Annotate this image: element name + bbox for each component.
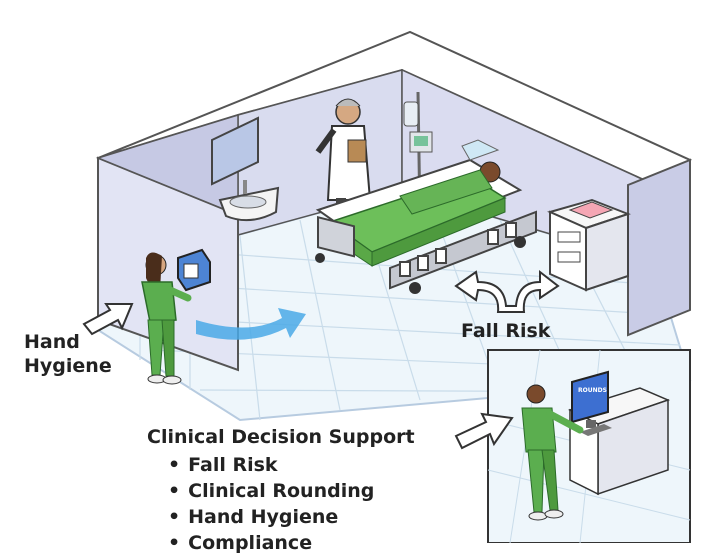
cds-list: Fall Risk Clinical Rounding Hand Hygiene… <box>168 452 374 556</box>
nurse-figure <box>141 252 192 385</box>
mirror <box>211 116 259 186</box>
cds-item-hand-hygiene: Hand Hygiene <box>168 504 374 530</box>
hand-hygiene-label: Hand Hygiene <box>24 330 112 378</box>
monitor-screen-text: ROUNDS <box>578 387 607 394</box>
hand-hygiene-label-line1: Hand <box>24 331 80 353</box>
hand-hygiene-pointer-arrow <box>82 303 134 336</box>
hospital-room-illustration <box>82 30 692 543</box>
cds-pointer-arrow <box>454 412 514 450</box>
cds-item-fall-risk: Fall Risk <box>168 452 374 478</box>
sink <box>218 180 280 222</box>
nightstand <box>547 198 631 292</box>
sanitizer-dispenser <box>177 248 211 292</box>
fall-risk-label: Fall Risk <box>461 320 551 342</box>
hand-hygiene-flow-arrow <box>196 308 306 340</box>
hospital-bed <box>315 139 537 294</box>
workstation-inset <box>487 349 691 543</box>
cds-item-clinical-rounding: Clinical Rounding <box>168 478 374 504</box>
fall-risk-arrow <box>454 269 560 313</box>
hand-hygiene-label-line2: Hygiene <box>24 355 112 377</box>
cds-title: Clinical Decision Support <box>147 426 415 448</box>
cds-item-compliance: Compliance <box>168 530 374 556</box>
